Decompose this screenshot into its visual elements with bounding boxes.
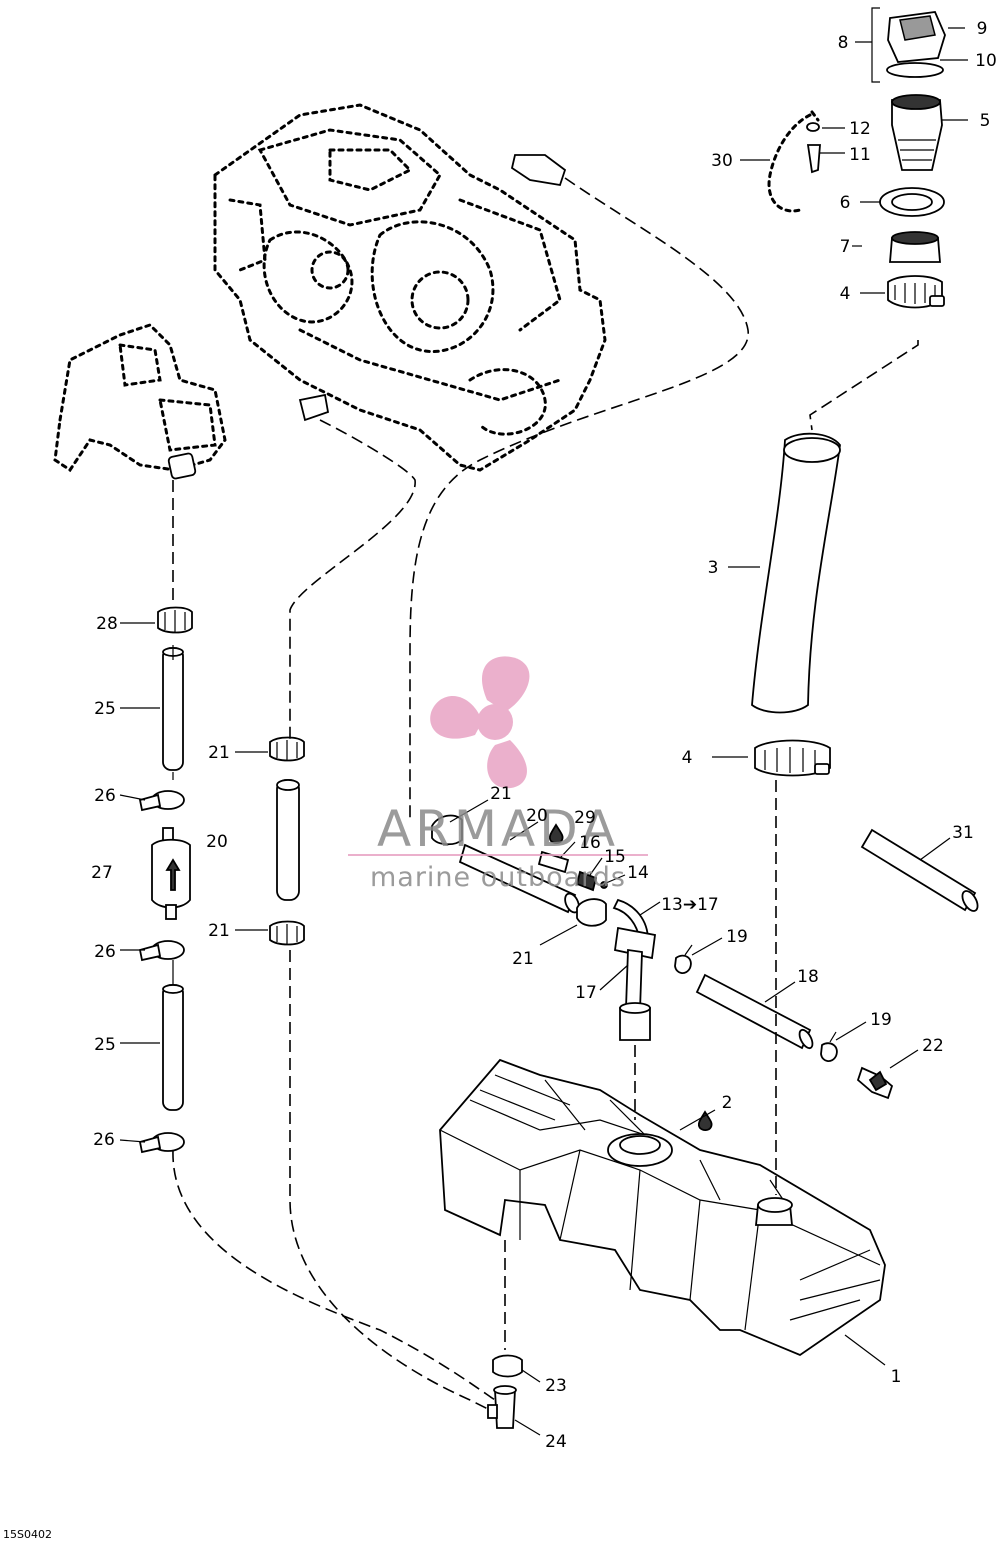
callout-26-middle: 26	[94, 942, 116, 962]
engine-outline	[213, 103, 607, 472]
callout-9: 9	[977, 19, 988, 39]
callout-31: 31	[952, 823, 974, 843]
armada-watermark: ARMADA marine outboards	[348, 656, 648, 893]
callout-8: 8	[838, 33, 849, 53]
callout-19-upper: 19	[726, 927, 748, 947]
callout-21-lower-left: 21	[208, 921, 230, 941]
hose-routing-lines	[172, 154, 919, 1411]
callout-15: 15	[604, 847, 626, 867]
callout-5: 5	[980, 111, 991, 131]
watermark-brand: ARMADA	[377, 800, 619, 858]
filler-hose	[751, 432, 841, 777]
callout-25-lower: 25	[94, 1035, 116, 1055]
callout-4-lower: 4	[682, 748, 693, 768]
callout-12: 12	[849, 119, 871, 139]
callout-30: 30	[711, 151, 733, 171]
callout-20-hose: 20	[526, 806, 548, 826]
callout-14: 14	[627, 863, 649, 883]
filler-cap-assembly	[767, 7, 946, 309]
callout-16: 16	[579, 833, 601, 853]
leader-lines	[119, 27, 968, 1436]
watermark-tagline: marine outboards	[370, 862, 626, 893]
callout-24: 24	[545, 1432, 567, 1452]
return-hose-line	[269, 736, 305, 946]
callout-26-upper: 26	[94, 786, 116, 806]
callout-19-lower: 19	[870, 1010, 892, 1030]
callout-1: 1	[891, 1367, 902, 1387]
callout-3: 3	[708, 558, 719, 578]
callout-21-center: 21	[490, 784, 512, 804]
fuel-filter-line	[138, 606, 193, 1154]
fuel-pickup-assembly	[431, 814, 979, 1100]
callout-20-filter: 20	[206, 832, 228, 852]
callout-13-17: 13➔17	[661, 895, 719, 915]
reference-code: 15S0402	[3, 1528, 52, 1541]
callout-2: 2	[722, 1093, 733, 1113]
callout-29: 29	[574, 808, 596, 828]
fuel-pump-outline	[53, 323, 227, 480]
callout-18: 18	[797, 967, 819, 987]
callout-21-upper-left: 21	[208, 743, 230, 763]
callout-10: 10	[975, 51, 997, 71]
callout-6: 6	[840, 193, 851, 213]
callout-7: 7	[840, 237, 851, 257]
callout-23: 23	[545, 1376, 567, 1396]
callout-27: 27	[91, 863, 113, 883]
callout-22: 22	[922, 1036, 944, 1056]
lubricant-drop-icon	[548, 823, 713, 1132]
callout-28: 28	[96, 614, 118, 634]
callout-26-lower: 26	[93, 1130, 115, 1150]
callout-25-upper: 25	[94, 699, 116, 719]
fuel-tank	[439, 1058, 886, 1357]
tank-drain-fitting	[487, 1354, 523, 1429]
callout-labels: 1 2 3 4 4 5 6 7 8 9 10 11 12 13➔17 14 15…	[91, 19, 997, 1452]
callout-11: 11	[849, 145, 871, 165]
propeller-icon	[430, 656, 530, 789]
callout-4-top: 4	[840, 284, 851, 304]
callout-17: 17	[575, 983, 597, 1003]
callout-21-lower-center: 21	[512, 949, 534, 969]
